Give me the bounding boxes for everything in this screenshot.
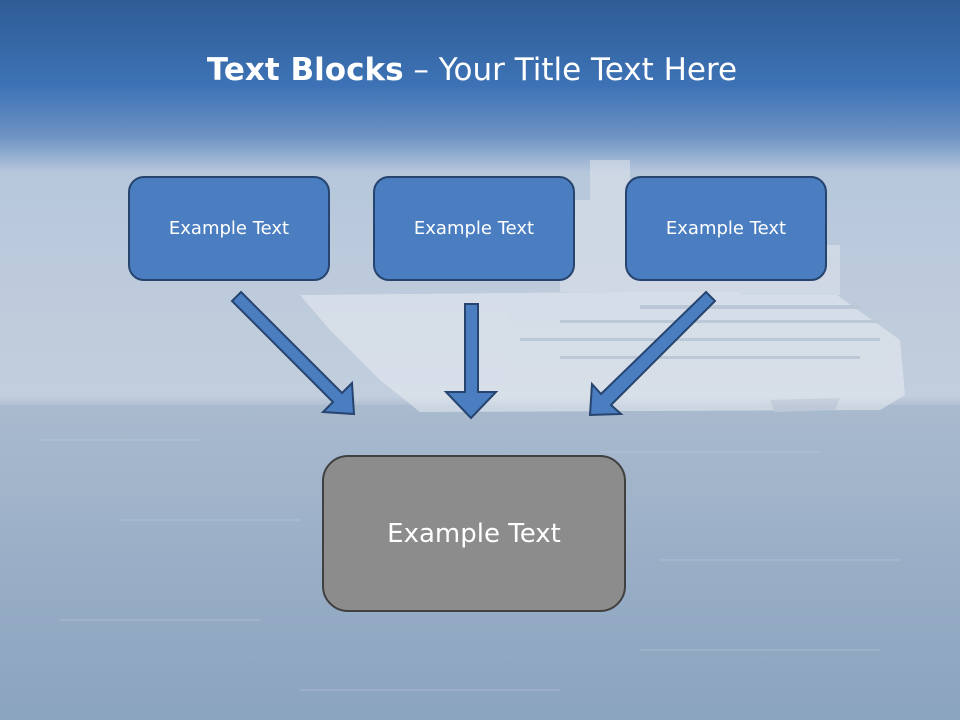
result-block[interactable]: Example Text — [322, 455, 626, 612]
title-separator: – — [403, 52, 439, 88]
arrow-center — [443, 303, 499, 420]
slide-title: Text Blocks – Your Title Text Here — [0, 52, 944, 88]
arrow-right — [588, 290, 717, 417]
text-block-3[interactable]: Example Text — [625, 176, 827, 281]
text-block-2[interactable]: Example Text — [373, 176, 575, 281]
text-block-1[interactable]: Example Text — [128, 176, 330, 281]
arrow-left — [230, 290, 356, 416]
title-bold: Text Blocks — [206, 52, 404, 88]
title-rest: Your Title Text Here — [438, 52, 738, 88]
